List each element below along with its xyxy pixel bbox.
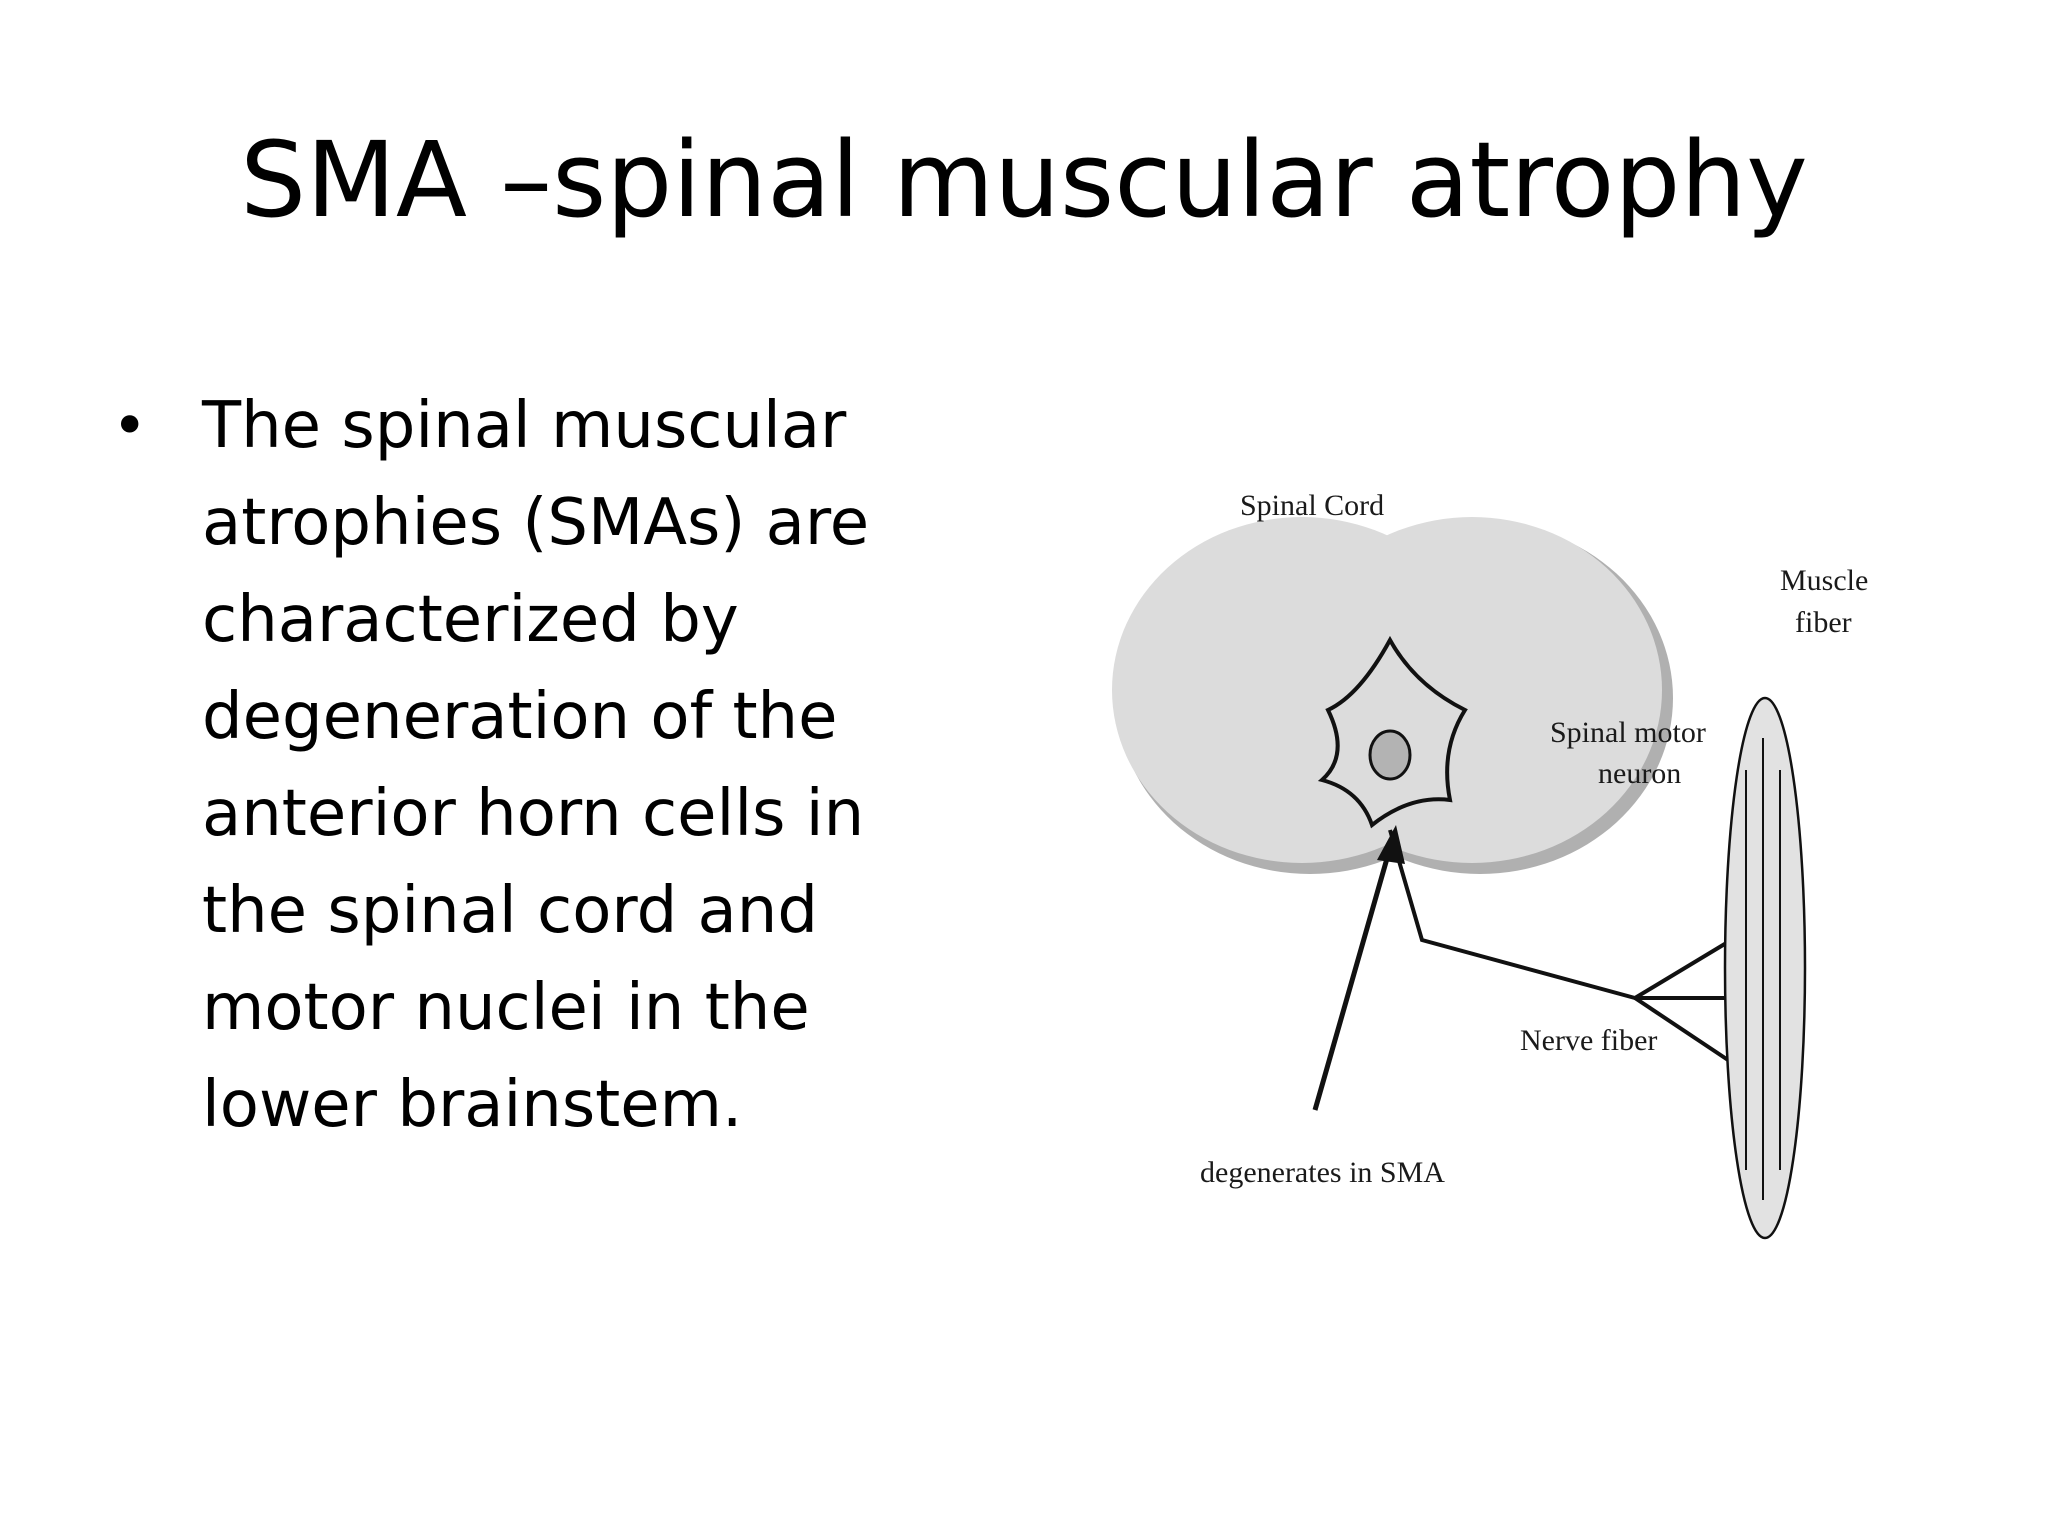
- sma-neuron-diagram: Spinal Cord Muscle fiber Spinal motor ne…: [1112, 489, 1868, 1240]
- bullet-item: • The spinal muscular atrophies (SMAs) a…: [112, 378, 952, 1154]
- label-muscle-fiber: fiber: [1795, 606, 1852, 639]
- degeneration-arrow: [1312, 825, 1405, 1111]
- spinal-cord-shape: [1112, 517, 1673, 874]
- motor-neuron-cell-body: [1317, 635, 1468, 829]
- slide-title: SMA –spinal muscular atrophy: [240, 119, 1808, 241]
- muscle-fiber-shape: [1723, 696, 1807, 1240]
- label-spinal-cord: Spinal Cord: [1240, 489, 1384, 522]
- label-degenerates-in-sma: degenerates in SMA: [1200, 1156, 1445, 1189]
- label-nerve-fiber: Nerve fiber: [1520, 1024, 1657, 1057]
- bullet-list: • The spinal muscular atrophies (SMAs) a…: [112, 378, 952, 1154]
- nerve-fiber-line: [1388, 829, 1730, 1001]
- bullet-text: The spinal muscular atrophies (SMAs) are…: [202, 389, 870, 1142]
- label-spinal-motor-neuron: neuron: [1598, 757, 1681, 790]
- neuron-nucleus: [1368, 729, 1412, 781]
- label-spinal-motor-neuron: Spinal motor: [1550, 716, 1706, 749]
- label-muscle-fiber: Muscle: [1780, 564, 1868, 597]
- bullet-dot: •: [112, 391, 148, 461]
- nerve-branch: [1633, 996, 1730, 1062]
